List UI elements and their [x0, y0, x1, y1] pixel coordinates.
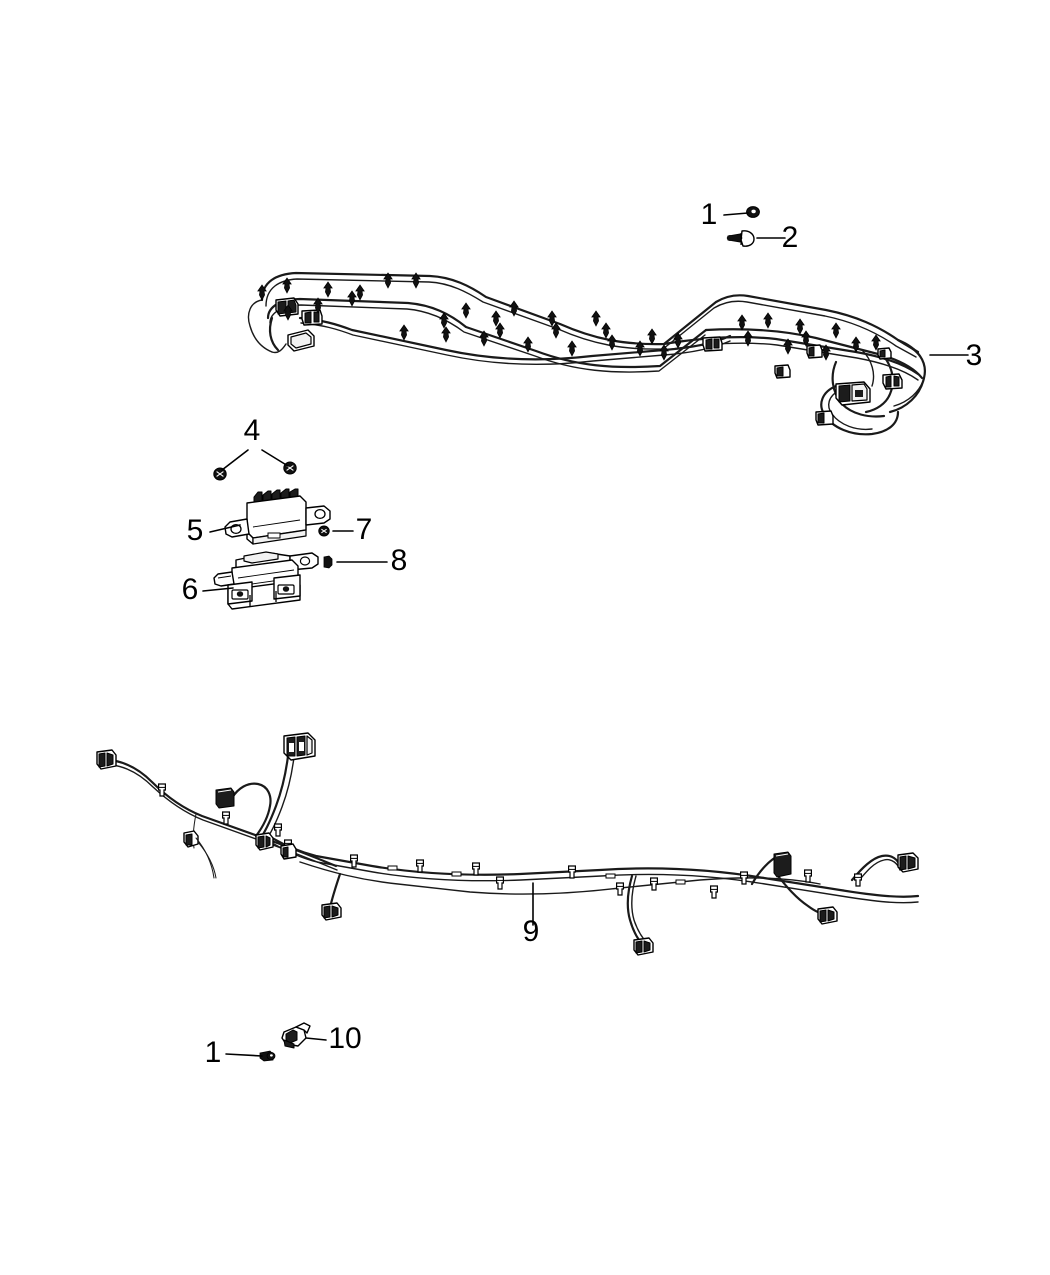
callout-labels: 1 2 3 4 5 6 7 8 9 10 1	[182, 198, 983, 1069]
callout-label-6: 6	[182, 573, 199, 606]
grommet-upper	[746, 206, 760, 218]
callout-label-7: 7	[356, 513, 373, 546]
rear-left-end-connector	[96, 749, 117, 770]
rear-loop-branch	[230, 782, 272, 838]
rear-splice-marks	[387, 865, 686, 885]
rear-far-right-connector	[897, 852, 919, 873]
rear-left-branch-shadow	[111, 764, 338, 871]
rear-far-right-s-shadow	[855, 858, 901, 885]
rear-mid-connector-b	[280, 843, 297, 860]
harness-lower-rail-shadow	[300, 322, 731, 366]
rear-right-connector	[817, 906, 838, 925]
callout-leader-lines	[202, 212, 969, 1057]
harness-left-loop	[247, 299, 273, 353]
leader-10	[305, 1037, 327, 1041]
leader-6	[202, 587, 234, 592]
leader-4-a	[221, 449, 249, 471]
harness-left-module	[287, 329, 315, 352]
rear-main-run	[270, 836, 920, 898]
harness-right-loop-inner	[893, 343, 926, 407]
callout-label-4: 4	[244, 414, 261, 447]
rear-drop-connector-a	[321, 902, 342, 921]
harness-upper-rail-shadow	[265, 278, 917, 358]
callout-label-8: 8	[391, 544, 408, 577]
harness-right-connector-e	[815, 410, 834, 426]
harness-upper-rail	[260, 271, 920, 354]
leader-1-upper	[723, 212, 749, 216]
callout-label-9: 9	[523, 915, 540, 948]
stud-bolt	[323, 555, 333, 569]
rear-drop-connector-b	[633, 937, 654, 956]
rear-flag-clip	[183, 830, 217, 879]
rear-far-right-s	[850, 854, 902, 882]
blind-spot-sensor-assembly	[213, 551, 319, 610]
harness-right-connector-main	[835, 381, 871, 406]
harness-right-connector-f	[877, 347, 892, 360]
retainer-pin	[726, 230, 755, 247]
harness-right-connector-c	[806, 344, 823, 359]
harness-mid-connector	[702, 336, 723, 352]
harness-right-branch-a	[662, 336, 920, 376]
rear-secondary-run	[299, 861, 821, 895]
small-hardware-group	[259, 206, 760, 1062]
nut	[318, 525, 330, 537]
harness-left-connector-b	[301, 309, 323, 326]
rear-main-run-shadow	[273, 843, 919, 904]
harness-right-branch-a-shadow	[665, 342, 919, 381]
callout-label-1-lower: 1	[205, 1036, 222, 1069]
leader-5	[209, 524, 241, 533]
harness-right-connector-d	[774, 364, 791, 379]
rear-inline-module	[215, 787, 235, 809]
module-sensor-group	[213, 461, 333, 610]
harness-left-loop-end	[271, 343, 287, 354]
harness-right-bottom-loop	[820, 384, 900, 436]
harness-right-sub-loop	[864, 350, 894, 414]
callout-label-1-upper: 1	[701, 198, 718, 231]
rear-mid-connector-a	[255, 832, 274, 851]
screw-left	[213, 467, 227, 481]
grommet-lower	[259, 1050, 276, 1062]
harness-left-pigtail	[268, 316, 280, 352]
front-wiring-harness	[247, 271, 926, 436]
callout-label-10: 10	[328, 1022, 361, 1055]
harness-right-sub-loop-b	[861, 349, 875, 387]
harness-right-connector-b	[882, 373, 903, 390]
callout-label-2: 2	[782, 221, 799, 254]
harness-right-branch-b	[704, 328, 924, 380]
connector-clip	[281, 1022, 311, 1049]
rear-top-connector	[283, 732, 316, 761]
rear-wiring-harness	[96, 732, 920, 956]
leader-4-b	[261, 449, 289, 467]
callout-label-3: 3	[966, 339, 983, 372]
leader-1-lower	[225, 1053, 263, 1057]
park-assist-control-module	[224, 488, 331, 545]
rear-right-module	[773, 851, 792, 878]
callout-label-5: 5	[187, 514, 204, 547]
